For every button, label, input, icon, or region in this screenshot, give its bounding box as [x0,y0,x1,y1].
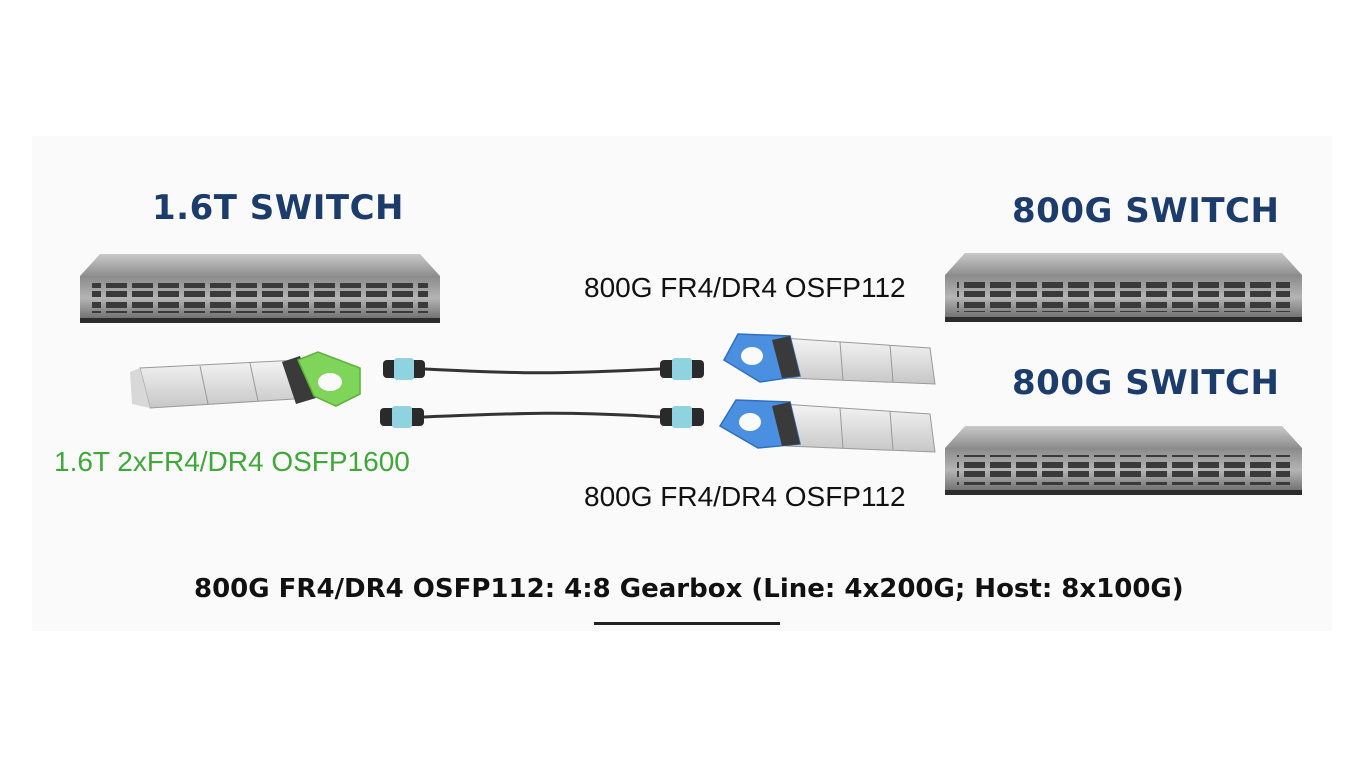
switch-800g-bottom-title: 800G SWITCH [1012,363,1280,403]
gearbox-caption-prefix: 800G FR4/DR4 OSFP112: [194,574,565,604]
switch-1-6t-icon [80,254,440,323]
gearbox-caption-emphasis: 4:8 Gearbox [564,574,743,604]
module-1-6t-label: 1.6T 2xFR4/DR4 OSFP1600 [54,446,410,477]
fiber-cable-bottom-icon [380,406,704,428]
fiber-cable-top-icon [383,358,704,380]
gearbox-caption-suffix: (Line: 4x200G; Host: 8x100G) [742,574,1184,604]
switch-800g-top-icon [945,253,1302,322]
module-800g-top-label: 800G FR4/DR4 OSFP112 [584,272,906,303]
osfp112-module-top-icon [723,333,936,385]
osfp1600-module-icon [130,351,361,409]
gearbox-caption: 800G FR4/DR4 OSFP112: 4:8 Gearbox (Line:… [194,574,1184,604]
gearbox-underline [594,622,780,625]
switch-800g-top-title: 800G SWITCH [1012,191,1280,231]
switch-1-6t-title: 1.6T SWITCH [152,188,404,228]
switch-800g-bottom-icon [945,426,1302,495]
osfp112-module-bottom-icon [718,399,936,453]
module-800g-bottom-label: 800G FR4/DR4 OSFP112 [584,481,906,512]
